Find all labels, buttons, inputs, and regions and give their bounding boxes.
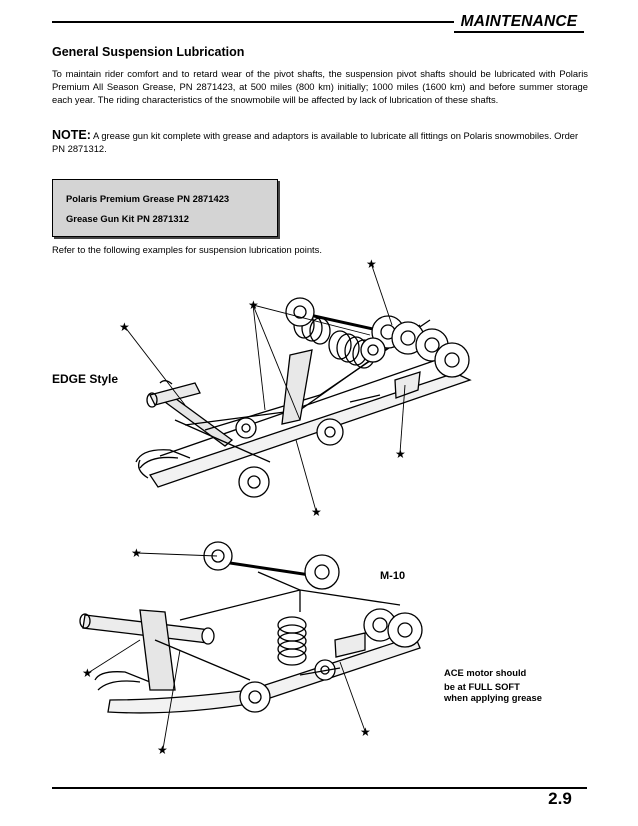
m10-label: M-10 xyxy=(380,570,406,582)
svg-text:★: ★ xyxy=(311,505,322,519)
ace-note-line-1: ACE motor should xyxy=(444,667,527,678)
note-paragraph: NOTE: A grease gun kit complete with gre… xyxy=(52,129,588,155)
svg-text:★: ★ xyxy=(248,298,259,312)
svg-text:★: ★ xyxy=(119,320,130,334)
svg-text:★: ★ xyxy=(82,666,93,680)
refer-text: Refer to the following examples for susp… xyxy=(52,244,322,255)
svg-text:★: ★ xyxy=(157,743,168,757)
parts-box: Polaris Premium Grease PN 2871423 Grease… xyxy=(52,179,278,237)
edge-suspension-drawing xyxy=(124,262,472,512)
note-text: A grease gun kit complete with grease an… xyxy=(52,130,579,154)
svg-text:★: ★ xyxy=(366,257,377,271)
edge-style-label: EDGE Style xyxy=(52,372,119,386)
page-number: 2.9 xyxy=(533,787,587,810)
svg-text:★: ★ xyxy=(131,546,142,560)
grease-gun-part-number: Grease Gun Kit PN 2871312 xyxy=(66,213,189,224)
intro-paragraph: To maintain rider comfort and to retard … xyxy=(52,68,588,105)
svg-text:★: ★ xyxy=(395,447,406,461)
svg-text:★: ★ xyxy=(360,725,371,739)
ace-motor-note: ACE motor should be at FULL SOFT when ap… xyxy=(444,666,542,705)
grease-part-number: Polaris Premium Grease PN 2871423 xyxy=(66,193,230,204)
ace-note-line-3: when applying grease xyxy=(444,692,542,703)
section-title: General Suspension Lubrication xyxy=(52,45,245,59)
header-rule xyxy=(52,21,454,23)
footer-rule xyxy=(52,787,533,789)
ace-note-line-2: be at FULL SOFT xyxy=(444,681,520,692)
section-header: MAINTENANCE xyxy=(454,12,584,33)
m10-suspension-drawing xyxy=(79,541,423,750)
note-label: NOTE: xyxy=(52,128,91,142)
